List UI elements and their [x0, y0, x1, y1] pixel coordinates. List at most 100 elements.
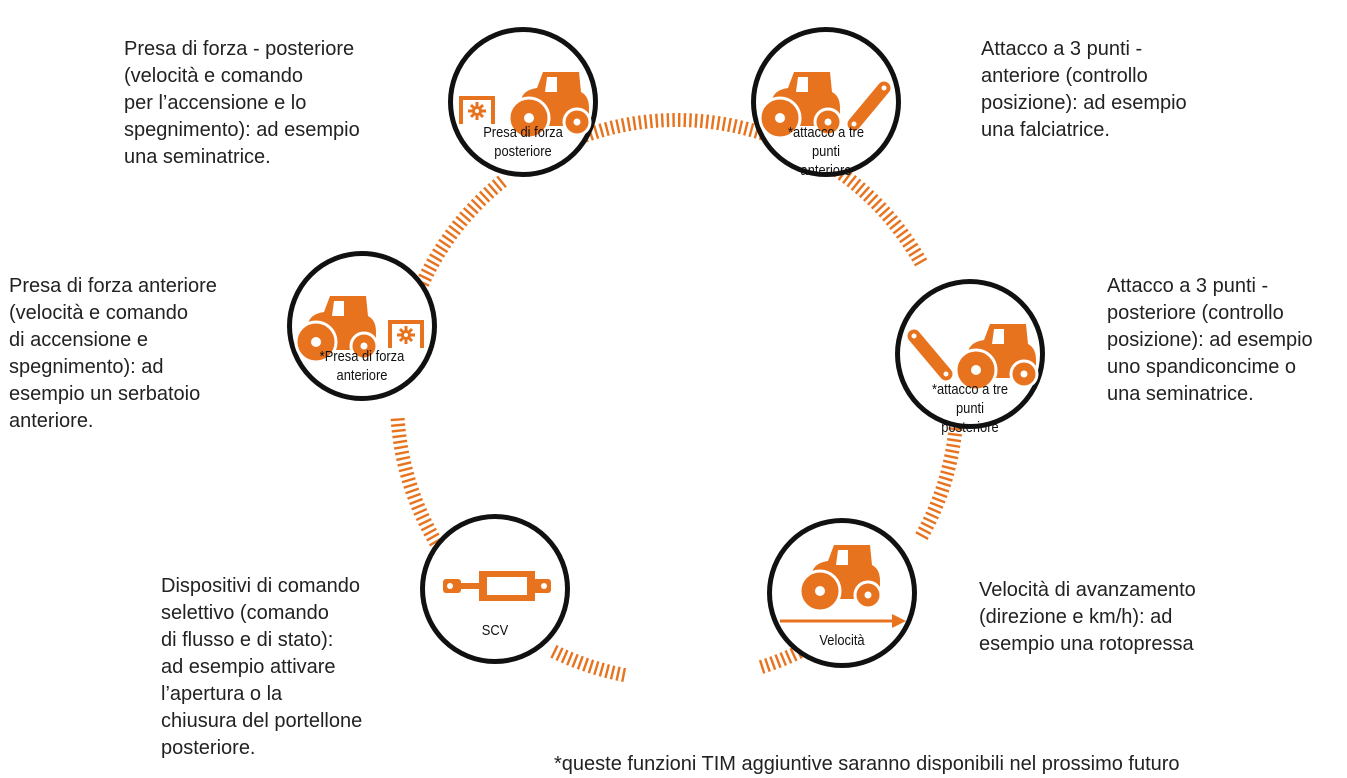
ring-hatch [878, 206, 891, 218]
description-line: una seminatrice. [1107, 383, 1254, 405]
ring-hatch [710, 115, 715, 130]
tractor-front-pto-icon [294, 296, 424, 364]
description-line: spegnimento): ad esempio [124, 119, 360, 141]
ring-hatch [405, 487, 420, 495]
tractor-rear-pto-icon [459, 72, 592, 140]
description-line: anteriore. [9, 410, 94, 432]
ring-hatch [448, 224, 461, 236]
description-line: spegnimento): ad [9, 356, 164, 378]
ring-hatch [396, 455, 411, 462]
footnote: *queste funzioni TIM aggiuntive saranno … [554, 753, 1180, 775]
ring-hatch [854, 182, 866, 195]
ring-hatch [902, 237, 916, 248]
ring-hatch [582, 657, 590, 672]
ring-hatch [390, 417, 405, 422]
ring-hatch [732, 118, 738, 134]
ring-hatch [418, 517, 432, 527]
ring-hatch [407, 492, 422, 500]
description-line: Velocità di avanzamento [979, 579, 1196, 601]
description-line: posteriore (controllo [1107, 302, 1284, 324]
description-line: esempio un serbatoio [9, 383, 201, 405]
tractor-front-hitch-icon [758, 72, 891, 140]
tractor-rear-hitch-icon [907, 324, 1039, 392]
ring-hatch [858, 186, 871, 199]
ring-hatch [925, 511, 939, 520]
ring-hatch [550, 644, 559, 659]
description-line: Attacco a 3 punti - [981, 38, 1143, 60]
node-caption: posteriore [494, 143, 552, 160]
description-line: posteriore. [161, 737, 256, 759]
ring-hatch [466, 202, 479, 215]
ring-hatch [889, 219, 902, 231]
description-line: selettivo (comando [161, 602, 329, 624]
description-line: di flusso e di stato): [161, 629, 334, 651]
ring-hatch [621, 667, 627, 682]
ring-hatch [699, 114, 704, 129]
ring-hatch [491, 179, 503, 192]
ring-hatch [418, 273, 432, 282]
ring-hatch [922, 516, 937, 525]
ring-hatch [411, 502, 426, 511]
ring-hatch [947, 432, 962, 437]
ring-hatch [895, 228, 909, 239]
ring-hatch [899, 233, 912, 244]
node-caption: Velocità [819, 632, 865, 649]
ring-hatch [705, 114, 710, 129]
ring-hatch [892, 223, 906, 235]
ring-hatch [915, 531, 929, 540]
ring-hatch [948, 427, 963, 431]
ring-hatch [758, 659, 766, 674]
description-rear-pto: Presa di forza - posteriore (velocità e … [124, 36, 360, 171]
description-line: Presa di forza anteriore [9, 275, 217, 297]
ring-hatch [459, 211, 472, 223]
ring-hatch [649, 114, 653, 129]
ring-hatch [566, 651, 574, 666]
ring-hatch [938, 475, 953, 482]
ring-hatch [420, 268, 435, 277]
ring-hatch [779, 652, 788, 666]
ring-hatch [615, 119, 621, 134]
ring-hatch [694, 113, 698, 128]
ring-hatch [413, 507, 428, 516]
description-line: Attacco a 3 punti - [1107, 275, 1269, 297]
ring-hatch [598, 123, 605, 138]
ring-hatch [474, 194, 487, 207]
ring-hatch [441, 233, 455, 245]
ring-hatch [737, 120, 744, 135]
description-line: uno spandiconcime o [1107, 356, 1297, 378]
ring-hatch [401, 477, 416, 484]
ring-hatch [945, 448, 960, 454]
node-caption: anteriore [336, 367, 388, 384]
ring-hatch [947, 437, 962, 443]
ring-hatch [593, 661, 600, 676]
description-line: posizione): ad esempio [981, 92, 1187, 114]
ring-hatch [870, 197, 883, 210]
ring-hatch [470, 198, 483, 211]
ring-hatch [560, 649, 569, 664]
ring-hatch [478, 190, 491, 203]
ring-hatch [576, 655, 584, 670]
ring-hatch [455, 215, 468, 227]
ring-hatch [721, 116, 727, 132]
ring-hatch [941, 464, 956, 471]
ring-hatch [604, 664, 611, 679]
node-rear-hitch: *attacco a tre punti posteriore [895, 279, 1045, 436]
ring-hatch [615, 666, 621, 681]
ring-hatch [435, 243, 449, 254]
description-line: ad esempio attivare [161, 656, 336, 678]
ring-hatch [393, 445, 409, 450]
ring-hatch [716, 115, 721, 131]
ring-hatch [420, 522, 435, 532]
ring-hatch [632, 116, 637, 131]
ring-hatch [643, 114, 648, 129]
ring-hatch [496, 175, 507, 188]
description-front-pto: Presa di forza anteriore (velocità e com… [9, 273, 217, 435]
ring-hatch [438, 238, 452, 249]
ring-hatch [850, 178, 862, 191]
ring-hatch [933, 491, 948, 499]
ring-hatch [774, 654, 782, 669]
ring-hatch [842, 171, 853, 184]
tractor-speed-icon [780, 545, 906, 628]
ring-hatch [415, 512, 430, 522]
description-line: chiusura del portellone [161, 710, 363, 732]
